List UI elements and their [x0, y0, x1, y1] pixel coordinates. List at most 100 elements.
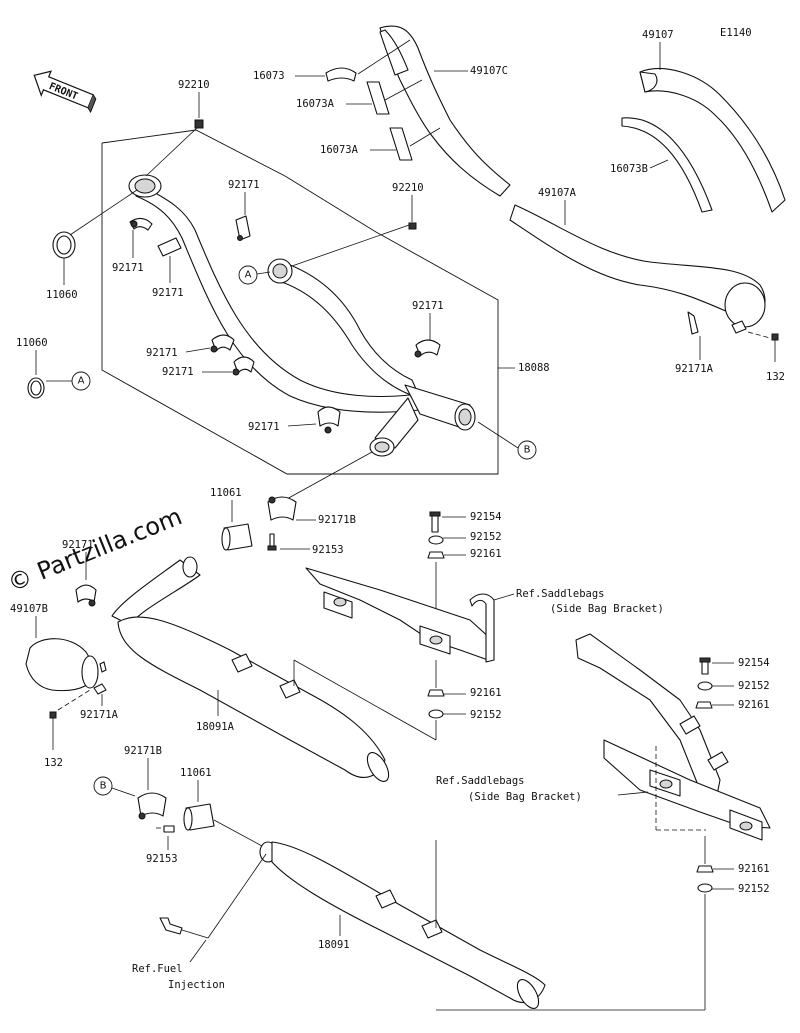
muffler-18091A [111, 556, 390, 782]
assembly-frame-18088 [101, 129, 499, 475]
bolt-92153-top [267, 533, 277, 551]
svg-text:92171: 92171 [112, 262, 144, 274]
washer-92152-2 [428, 709, 444, 719]
bolt-92154-2 [699, 657, 711, 675]
part-92154-1: 92154 [470, 511, 502, 523]
part-11061-bottom: 11061 [180, 767, 212, 779]
part-92161-2: 92161 [470, 687, 502, 699]
heat-shield-49107A [509, 204, 766, 328]
svg-text:92171: 92171 [162, 366, 194, 378]
part-11060-top: 11060 [46, 289, 78, 301]
part-11060-left: 11060 [16, 337, 48, 349]
clamp-92171-f: 92171 [412, 300, 444, 358]
nut-92161-4 [696, 865, 714, 873]
y-junction [369, 384, 476, 457]
nut-92210-top [194, 119, 204, 129]
part-18091A: 18091A [196, 721, 235, 733]
ref-saddlebags-1-line2: (Side Bag Bracket) [550, 603, 664, 615]
part-92171-h: 92171 [62, 539, 94, 551]
bolt-132-right [771, 333, 779, 362]
svg-text:B: B [100, 781, 107, 792]
washer-92152-3 [697, 681, 713, 691]
callout-b-mid [517, 440, 537, 460]
part-92161-4: 92161 [738, 863, 770, 875]
svg-text:A: A [78, 376, 85, 387]
sleeve-11061-bottom [183, 803, 215, 831]
bolt-92153-bottom [156, 825, 175, 833]
part-92161-3: 92161 [738, 699, 770, 711]
svg-text:A: A [245, 270, 252, 281]
heat-shield-49107 [639, 68, 786, 213]
clamp-92171A-right [687, 311, 747, 335]
bolt-92154-1 [429, 511, 441, 533]
bolt-132-left [49, 711, 57, 750]
clamp-92171B-bottom [137, 792, 167, 820]
nut-92161-2 [427, 689, 445, 697]
part-92152-2: 92152 [470, 709, 502, 721]
part-92171B-bottom: 92171B [124, 745, 162, 757]
part-49107B: 49107B [10, 603, 48, 615]
nut-92210-mid [408, 222, 417, 230]
svg-text:92171: 92171 [228, 179, 260, 191]
part-16073B: 16073B [610, 163, 648, 175]
clamp-92171-a: 92171 [228, 179, 260, 241]
clamp-92171-b: 92171 [112, 217, 153, 274]
part-92161-1: 92161 [470, 548, 502, 560]
clamp-92171A-left [93, 661, 107, 695]
part-49107C: 49107C [470, 65, 508, 77]
svg-text:92171: 92171 [152, 287, 184, 299]
clamp-92171-d: 92171 [146, 334, 235, 359]
callout-a-left [71, 371, 91, 391]
clip-16073 [325, 67, 357, 82]
part-92210-top: 92210 [178, 79, 210, 91]
part-92153-top: 92153 [312, 544, 344, 556]
washer-92152-1 [428, 535, 444, 545]
part-92153-bottom: 92153 [146, 853, 178, 865]
clamp-92171B-top [267, 496, 297, 521]
muffler-18091 [259, 841, 546, 1009]
clamp-92171-h [75, 584, 97, 607]
svg-text:B: B [524, 445, 531, 456]
svg-text:92171: 92171 [412, 300, 444, 312]
part-92171A-right: 92171A [675, 363, 714, 375]
svg-text:92171: 92171 [146, 347, 178, 359]
part-92152-1: 92152 [470, 531, 502, 543]
ref-saddlebags-2-line1: Ref.Saddlebags [436, 775, 525, 787]
clamp-92171-e: 92171 [162, 356, 255, 378]
clamp-92171-g: 92171 [248, 406, 341, 434]
heat-shield-49107C [379, 25, 511, 197]
clip-16073B [621, 117, 713, 213]
part-92152-4: 92152 [738, 883, 770, 895]
part-92171B-top: 92171B [318, 514, 356, 526]
callout-a-mid [238, 265, 258, 285]
callout-b-bottom [93, 776, 113, 796]
sleeve-11061-top [221, 523, 253, 551]
part-92154-2: 92154 [738, 657, 770, 669]
part-49107: 49107 [642, 29, 674, 41]
ref-fuel-line2: Injection [168, 979, 225, 991]
washer-92152-4 [697, 883, 713, 893]
ref-saddlebags-2-line2: (Side Bag Bracket) [468, 791, 582, 803]
part-16073: 16073 [253, 70, 285, 82]
part-18088: 18088 [518, 362, 550, 374]
svg-text:92171: 92171 [248, 421, 280, 433]
nut-92161-1 [427, 551, 445, 559]
part-132-left: 132 [44, 757, 63, 769]
o2-sensor [159, 917, 209, 939]
part-16073A-2: 16073A [320, 144, 359, 156]
ref-fuel-line1: Ref.Fuel [132, 963, 183, 975]
clip-16073A-2 [389, 127, 413, 161]
part-16073A-1: 16073A [296, 98, 335, 110]
diagram-code: E1140 [720, 27, 752, 39]
front-exhaust-pipe [128, 174, 421, 413]
part-11061-top: 11061 [210, 487, 242, 499]
saddlebag-bracket-left [305, 567, 495, 663]
part-132-right: 132 [766, 371, 785, 383]
part-92210-mid: 92210 [392, 182, 424, 194]
heat-shield-49107B [25, 638, 99, 692]
part-92171A-left: 92171A [80, 709, 119, 721]
saddlebag-bracket-right [575, 633, 771, 841]
part-92152-3: 92152 [738, 680, 770, 692]
front-arrow-icon: FRONT [33, 70, 97, 114]
